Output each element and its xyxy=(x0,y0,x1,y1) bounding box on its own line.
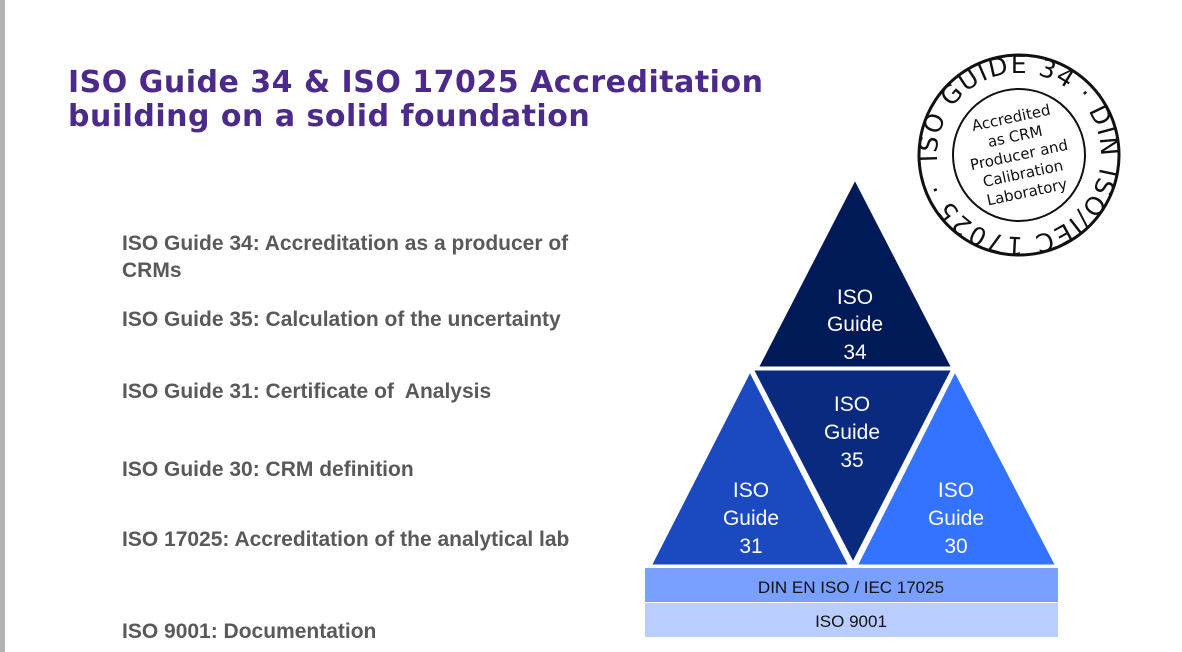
left-label-line3: 31 xyxy=(739,535,762,558)
pyramid-middle-triangle xyxy=(749,367,956,568)
pyramid-right-triangle xyxy=(853,366,1060,568)
title-line-2: building on a solid foundation xyxy=(68,99,591,134)
left-label-line1: ISO xyxy=(733,479,769,502)
band-17025-label: DIN EN ISO / IEC 17025 xyxy=(758,578,944,597)
middle-label-line2: Guide xyxy=(824,421,880,444)
right-label-line1: ISO xyxy=(938,479,974,502)
stamp-outer-ring xyxy=(917,53,1121,257)
pyramid-left-triangle xyxy=(647,366,853,568)
right-label-line2: Guide xyxy=(928,507,984,530)
list-item-iso-9001: ISO 9001: Documentation xyxy=(122,620,377,643)
slide-title: ISO Guide 34 & ISO 17025 Accreditation b… xyxy=(68,66,763,134)
pyramid-band-9001 xyxy=(645,603,1058,637)
title-line-1: ISO Guide 34 & ISO 17025 Accreditation xyxy=(68,65,764,100)
slide-left-border xyxy=(0,0,5,652)
top-label-line2: Guide xyxy=(827,313,883,336)
list-item-iso-guide-35: ISO Guide 35: Calculation of the uncerta… xyxy=(122,308,561,331)
left-label-line2: Guide xyxy=(723,507,779,530)
right-label-line3: 30 xyxy=(944,535,967,558)
list-item-iso-guide-30: ISO Guide 30: CRM definition xyxy=(122,458,414,481)
accreditation-stamp: ISO GUIDE 34 · DIN ISO/IEC 17025 · Accre… xyxy=(912,52,1126,258)
middle-label-line3: 35 xyxy=(840,449,863,472)
list-item-iso-17025: ISO 17025: Accreditation of the analytic… xyxy=(122,528,570,551)
top-label-line3: 34 xyxy=(843,341,867,364)
list-item-iso-guide-34: ISO Guide 34: Accreditation as a produce… xyxy=(122,232,575,282)
band-9001-label: ISO 9001 xyxy=(815,612,887,631)
middle-label-line1: ISO xyxy=(834,393,870,416)
stamp-inner-ring xyxy=(952,88,1086,222)
pyramid-band-17025 xyxy=(645,568,1058,602)
list-item-iso-guide-31: ISO Guide 31: Certificate of Analysis xyxy=(122,380,492,403)
top-label-line1: ISO xyxy=(837,286,873,309)
